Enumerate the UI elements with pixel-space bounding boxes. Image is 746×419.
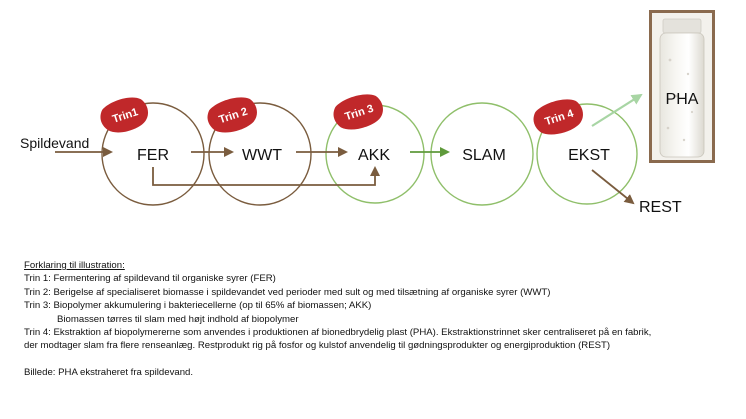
node-label-akk: AKK bbox=[358, 147, 390, 164]
ekst-to-rest-arrow bbox=[591, 169, 635, 205]
node-label-fer: FER bbox=[137, 147, 169, 164]
node-label-ekst: EKST bbox=[568, 147, 610, 164]
input-label: Spildevand bbox=[20, 135, 89, 151]
legend-heading: Forklaring til illustration: bbox=[24, 260, 125, 271]
legend-line-trin3: Trin 3: Biopolymer akkumulering i bakter… bbox=[24, 300, 372, 312]
ekst-circle bbox=[536, 103, 638, 205]
trin1-badge: Trin1 bbox=[100, 97, 148, 133]
pha-jar-photo: PHA bbox=[649, 10, 715, 163]
wwt-circle bbox=[208, 102, 312, 206]
slam-circle bbox=[430, 102, 534, 206]
node-label-slam: SLAM bbox=[462, 147, 506, 164]
output-pha-label: PHA bbox=[666, 91, 699, 108]
legend-line-trin2: Trin 2: Berigelse af specialiseret bioma… bbox=[24, 286, 551, 298]
legend-line-drying: Biomassen tørres til slam med højt indho… bbox=[57, 313, 299, 325]
ekst-to-pha-arrow bbox=[591, 93, 643, 127]
legend-line-trin4: Trin 4: Ekstraktion af biopolymererne so… bbox=[24, 327, 652, 352]
legend: Forklaring til illustration: Trin 1: Fer… bbox=[24, 259, 724, 379]
image-caption: Billede: PHA ekstraheret fra spildevand. bbox=[24, 366, 194, 378]
fer-circle bbox=[101, 102, 205, 206]
fer-bypass-arrow bbox=[152, 166, 380, 186]
legend-line-trin1: Trin 1: Fermentering af spildevand til o… bbox=[24, 273, 276, 285]
output-rest-label: REST bbox=[639, 199, 682, 216]
node-label-wwt: WWT bbox=[242, 147, 282, 164]
trin4-badge: Trin 4 bbox=[533, 99, 583, 135]
trin2-badge: Trin 2 bbox=[207, 97, 257, 133]
trin3-badge: Trin 3 bbox=[333, 94, 383, 130]
